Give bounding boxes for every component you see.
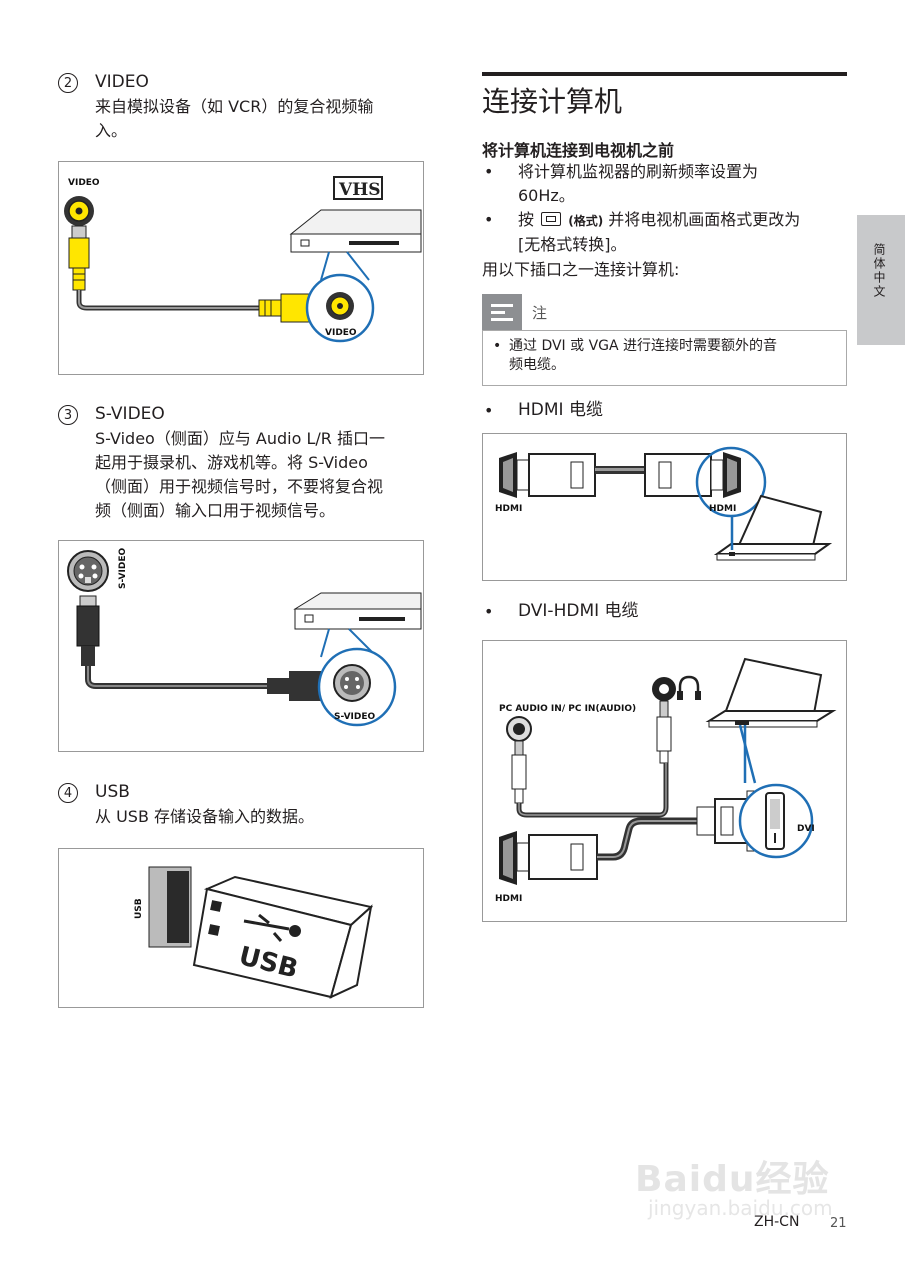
note-text: 通过 DVI 或 VGA 进行连接时需要额外的音: [509, 338, 778, 354]
hdmi-cable-heading: HDMI 电缆: [518, 400, 603, 420]
section-number: 3: [58, 405, 78, 425]
title-rule: [482, 72, 847, 76]
page-title: 连接计算机: [482, 85, 623, 118]
section-text-video: 来自模拟设备（如 VCR）的复合视频输 入。: [95, 95, 373, 143]
fig-label: HDMI: [495, 504, 522, 514]
bullet-item-refresh: 将计算机监视器的刷新频率设置为 60Hz。: [518, 160, 758, 208]
text-line: （侧面）用于视频信号时，不要将复合视: [95, 477, 384, 496]
connect-instruction: 用以下插口之一连接计算机:: [482, 260, 680, 279]
watermark-logo: Baidu经验: [635, 1159, 830, 1200]
note-box: 注 • 通过 DVI 或 VGA 进行连接时需要额外的音 频电缆。: [482, 294, 847, 386]
fig-label: PC AUDIO IN/ PC IN(AUDIO): [499, 704, 636, 714]
text-line: 从 USB 存储设备输入的数据。: [95, 807, 315, 826]
note-icon: [482, 294, 522, 330]
text-line: 按 (格式) 并将电视机画面格式更改为: [518, 208, 800, 233]
fig-label: USB: [134, 898, 144, 919]
note-title: 注: [532, 304, 548, 322]
section-title-video: VIDEO: [95, 72, 149, 92]
footer-language-code: ZH-CN: [754, 1214, 800, 1230]
section-number: 4: [58, 783, 78, 803]
language-side-tab: 简体中文: [857, 215, 905, 345]
page-number: 21: [830, 1216, 847, 1231]
text-line: [无格式转换]。: [518, 235, 627, 254]
fig-label: S-VIDEO: [118, 548, 128, 589]
text-line: 来自模拟设备（如 VCR）的复合视频输: [95, 97, 374, 116]
bullet-dot: •: [484, 162, 494, 181]
side-tab-label: 简体中文: [872, 243, 886, 299]
section-title-usb: USB: [95, 782, 130, 802]
section-title-svideo: S-VIDEO: [95, 404, 165, 424]
fig-label: S-VIDEO: [334, 712, 375, 722]
text-line: 入。: [95, 121, 128, 140]
dvi-hdmi-figure: PC AUDIO IN/ PC IN(AUDIO): [482, 640, 847, 922]
note-text: 频电缆。: [509, 357, 565, 373]
hdmi-figure: HDMI HDMI: [482, 433, 847, 581]
section-text-svideo: S-Video（侧面）应与 Audio L/R 插口一 起用于摄录机、游戏机等。…: [95, 427, 385, 523]
video-figure: VIDEO VHS VIDEO: [58, 161, 424, 375]
subheading: 将计算机连接到电视机之前: [482, 141, 675, 160]
usb-figure: USB USB: [58, 848, 424, 1008]
bullet-item-format: 按 (格式) 并将电视机画面格式更改为 [无格式转换]。: [518, 208, 800, 257]
fig-label: DVI: [797, 824, 815, 834]
dvi-hdmi-cable-heading: DVI-HDMI 电缆: [518, 601, 639, 621]
fig-label: HDMI: [495, 894, 522, 904]
svg-text:VHS: VHS: [338, 180, 381, 200]
bullet-dot: •: [484, 210, 494, 229]
vhs-logo: VHS: [333, 176, 383, 200]
text-rest: 并将电视机画面格式更改为: [608, 210, 801, 229]
svideo-figure: S-VIDEO S-VIDEO: [58, 540, 424, 752]
bullet-dot: •: [484, 602, 494, 621]
text-line: 频（侧面）输入口用于视频信号。: [95, 501, 336, 520]
note-bullet: •: [493, 338, 502, 354]
fig-label: VIDEO: [325, 328, 357, 338]
text-prefix: 按: [518, 210, 535, 229]
format-key-icon: [541, 212, 562, 226]
note-body: • 通过 DVI 或 VGA 进行连接时需要额外的音 频电缆。: [482, 330, 847, 386]
text-line: 将计算机监视器的刷新频率设置为: [518, 162, 759, 181]
format-key-label: (格式): [568, 214, 604, 228]
text-line: 起用于摄录机、游戏机等。将 S-Video: [95, 453, 368, 472]
section-text-usb: 从 USB 存储设备输入的数据。: [95, 805, 314, 829]
watermark-url: jingyan.baidu.com: [648, 1196, 833, 1220]
fig-label: HDMI: [709, 504, 736, 514]
text-line: S-Video（侧面）应与 Audio L/R 插口一: [95, 429, 385, 448]
bullet-dot: •: [484, 401, 494, 420]
section-number: 2: [58, 73, 78, 93]
fig-label: VIDEO: [68, 178, 100, 188]
text-line: 60Hz。: [518, 186, 575, 205]
